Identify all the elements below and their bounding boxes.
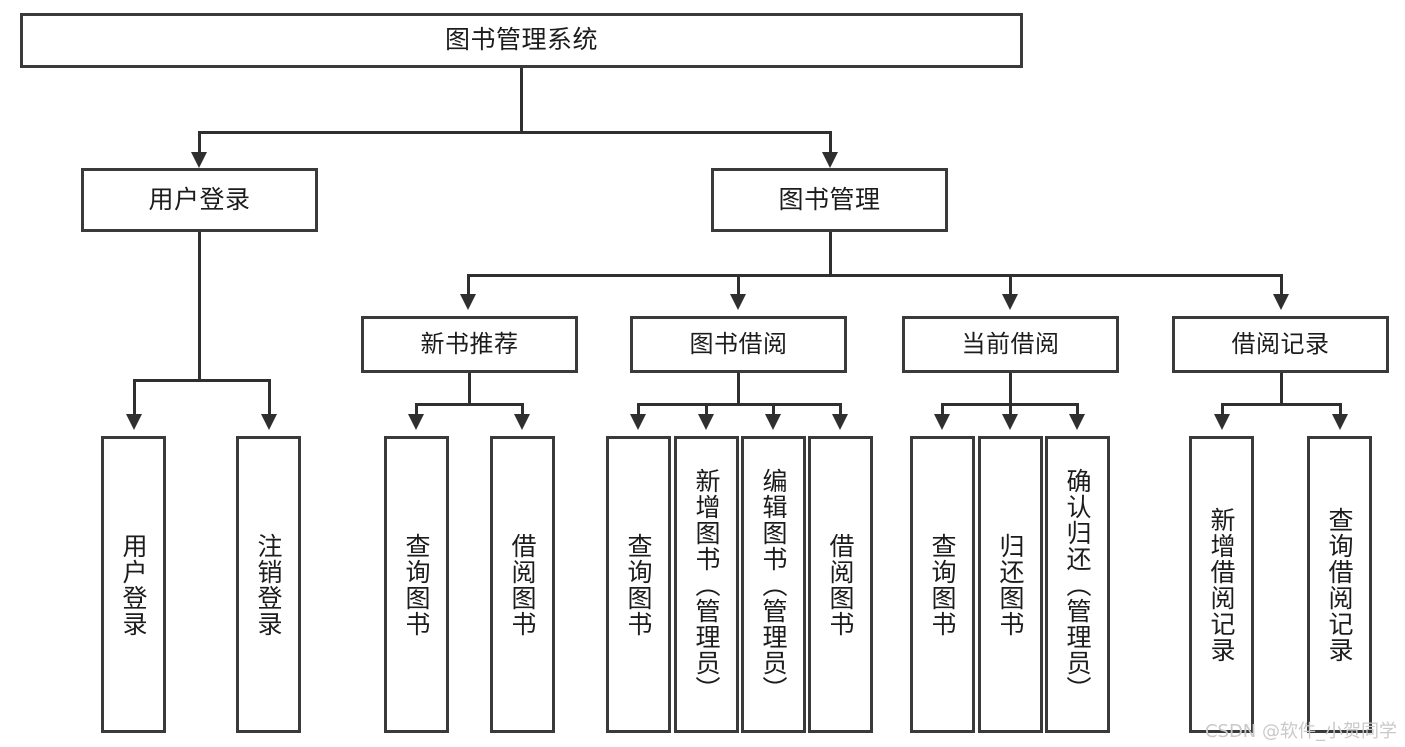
connector-new-book-leaf-1 — [415, 403, 418, 419]
leaf-logout[interactable]: 注销登录 — [236, 436, 301, 733]
arrowhead-borrow-record-leaf-1 — [1214, 414, 1230, 430]
csdn-watermark: CSDN @软件_小贺同学 — [1204, 721, 1397, 742]
leaf-confirm-return-admin[interactable]: 确认归还（管理员） — [1045, 436, 1110, 733]
connector-book-borrow-leaf-2 — [705, 403, 708, 419]
leaf-query-book-recommend[interactable]: 查询图书 — [384, 436, 449, 733]
arrowhead-user-login-leaf-2 — [261, 414, 277, 430]
node-root-system[interactable]: 图书管理系统 — [20, 13, 1023, 68]
connector-new-book-stem — [468, 373, 471, 405]
connector-new-book-bus — [415, 403, 524, 406]
node-book-management[interactable]: 图书管理 — [711, 168, 948, 232]
connector-borrow-record-leaf-2 — [1339, 403, 1342, 419]
connector-book-borrow-leaf-4 — [839, 403, 842, 419]
arrowhead-borrow-record — [1273, 294, 1289, 310]
connector-book-borrow-leaf-3 — [772, 403, 775, 419]
node-label: 图书借阅 — [689, 329, 788, 358]
node-label: 借阅图书 — [508, 532, 537, 637]
arrowhead-new-book — [460, 294, 476, 310]
connector-current-borrow-stem — [1009, 373, 1012, 405]
leaf-query-book-borrow[interactable]: 查询图书 — [606, 436, 671, 733]
node-label: 新增图书（管理员） — [692, 467, 721, 702]
connector-book-borrow-leaf-1 — [637, 403, 640, 419]
connector-book-borrow-stem — [737, 373, 740, 405]
arrowhead-borrow-record-leaf-2 — [1332, 414, 1348, 430]
connector-user-login-leaf-1 — [133, 379, 136, 419]
arrowhead-book-borrow-leaf-2 — [698, 414, 714, 430]
connector-to-borrow-record — [1280, 274, 1283, 299]
node-label: 图书管理 — [778, 184, 881, 214]
connector-to-new-book — [467, 274, 470, 299]
connector-new-book-leaf-2 — [521, 403, 524, 419]
connector-user-login-stem — [198, 232, 201, 382]
leaf-query-book-current[interactable]: 查询图书 — [910, 436, 975, 733]
node-label: 确认归还（管理员） — [1063, 467, 1092, 702]
leaf-add-book-admin[interactable]: 新增图书（管理员） — [674, 436, 739, 733]
connector-current-borrow-leaf-3 — [1076, 403, 1079, 419]
connector-user-login-bus — [133, 379, 271, 382]
connector-current-borrow-leaf-1 — [941, 403, 944, 419]
leaf-user-login[interactable]: 用户登录 — [101, 436, 166, 733]
arrowhead-current-borrow-leaf-3 — [1069, 414, 1085, 430]
node-borrow-record[interactable]: 借阅记录 — [1172, 316, 1389, 373]
connector-borrow-record-stem — [1280, 373, 1283, 405]
node-label: 归还图书 — [996, 532, 1025, 637]
arrowhead-new-book-leaf-1 — [408, 414, 424, 430]
leaf-add-borrow-record[interactable]: 新增借阅记录 — [1189, 436, 1254, 733]
leaf-borrow-book-recommend[interactable]: 借阅图书 — [490, 436, 555, 733]
node-label: 当前借阅 — [961, 329, 1060, 358]
arrowhead-book-borrow-leaf-4 — [832, 414, 848, 430]
node-user-login[interactable]: 用户登录 — [81, 168, 318, 232]
node-label: 新书推荐 — [420, 329, 519, 358]
node-label: 图书管理系统 — [444, 25, 598, 55]
node-new-book-recommend[interactable]: 新书推荐 — [361, 316, 578, 373]
node-label: 编辑图书（管理员） — [759, 467, 788, 702]
node-label: 新增借阅记录 — [1207, 506, 1236, 663]
arrowhead-current-borrow-leaf-1 — [934, 414, 950, 430]
connector-current-borrow-leaf-2 — [1009, 403, 1012, 419]
connector-book-borrow-bus — [637, 403, 841, 406]
leaf-return-book[interactable]: 归还图书 — [978, 436, 1043, 733]
connector-book-manage-stem — [829, 232, 832, 277]
arrowhead-current-borrow — [1002, 294, 1018, 310]
leaf-edit-book-admin[interactable]: 编辑图书（管理员） — [741, 436, 806, 733]
node-current-borrow[interactable]: 当前借阅 — [902, 316, 1119, 373]
node-label: 查询借阅记录 — [1325, 506, 1354, 663]
node-label: 查询图书 — [928, 532, 957, 637]
node-label: 用户登录 — [148, 184, 251, 214]
connector-book-manage-bus — [467, 274, 1283, 277]
leaf-borrow-book[interactable]: 借阅图书 — [808, 436, 873, 733]
node-label: 借阅图书 — [826, 532, 855, 637]
arrowhead-new-book-leaf-2 — [514, 414, 530, 430]
leaf-query-borrow-record[interactable]: 查询借阅记录 — [1307, 436, 1372, 733]
arrowhead-book-borrow-leaf-1 — [630, 414, 646, 430]
arrowhead-book-borrow-leaf-3 — [765, 414, 781, 430]
arrowhead-book-borrow — [730, 294, 746, 310]
node-label: 查询图书 — [402, 532, 431, 637]
connector-to-book-manage — [829, 131, 832, 158]
arrowhead-user-login-leaf-1 — [126, 414, 142, 430]
connector-to-book-borrow — [737, 274, 740, 299]
node-label: 注销登录 — [254, 532, 283, 637]
arrowhead-book-manage — [822, 152, 838, 168]
connector-root-stem — [520, 68, 523, 133]
connector-to-current-borrow — [1009, 274, 1012, 299]
arrowhead-current-borrow-leaf-2 — [1002, 414, 1018, 430]
node-label: 用户登录 — [119, 532, 148, 637]
connector-borrow-record-leaf-1 — [1221, 403, 1224, 419]
node-label: 借阅记录 — [1231, 329, 1330, 358]
arrowhead-user-login — [191, 152, 207, 168]
connector-to-user-login — [198, 131, 201, 158]
connector-borrow-record-bus — [1221, 403, 1342, 406]
connector-root-bus — [198, 131, 832, 134]
node-label: 查询图书 — [624, 532, 653, 637]
node-book-borrow[interactable]: 图书借阅 — [630, 316, 847, 373]
connector-user-login-leaf-2 — [268, 379, 271, 419]
